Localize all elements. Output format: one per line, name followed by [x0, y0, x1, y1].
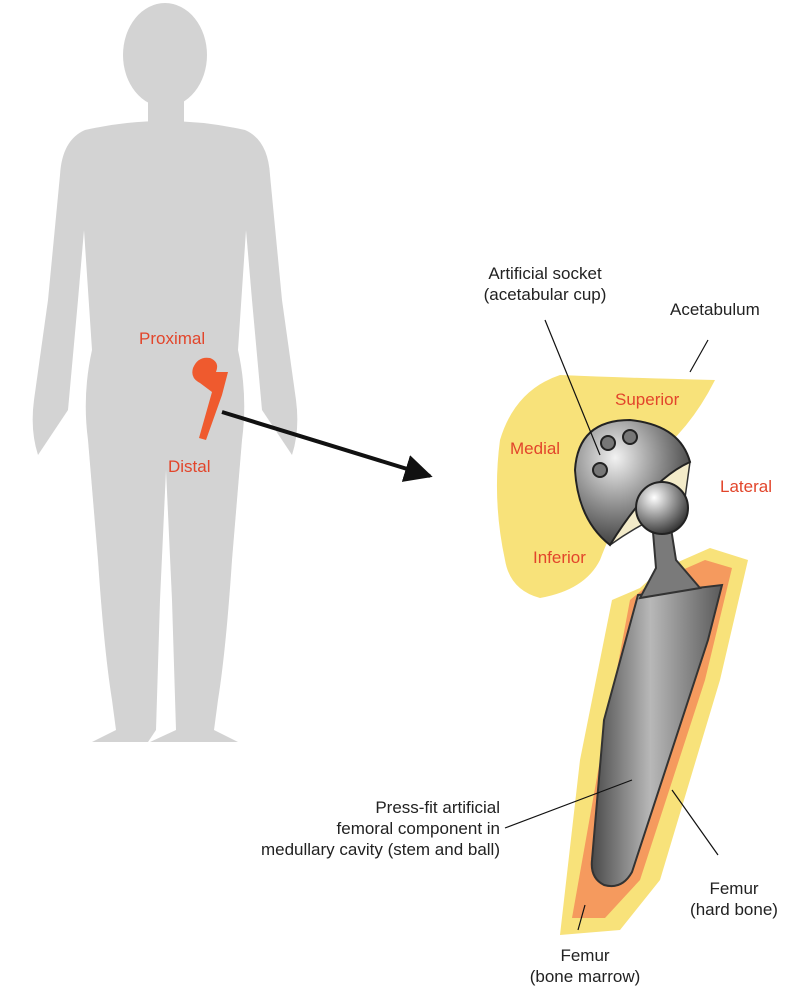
- femur-marrow-callout: Femur (bone marrow): [510, 945, 660, 987]
- stem-callout-line-1: Press-fit artificial: [250, 797, 500, 818]
- stem-callout: Press-fit artificial femoral component i…: [250, 797, 500, 860]
- human-silhouette-icon: [33, 3, 298, 742]
- femur-marrow-line-2: (bone marrow): [510, 966, 660, 987]
- femur-hard-line-1: Femur: [684, 878, 784, 899]
- socket-callout-line-1: Artificial socket: [460, 263, 630, 284]
- stem-callout-line-3: medullary cavity (stem and ball): [250, 839, 500, 860]
- femur-hard-callout: Femur (hard bone): [684, 878, 784, 920]
- femur-hard-line-2: (hard bone): [684, 899, 784, 920]
- acetabulum-callout: Acetabulum: [670, 299, 760, 320]
- socket-callout: Artificial socket (acetabular cup): [460, 263, 630, 305]
- medial-label: Medial: [510, 438, 560, 459]
- stem-callout-line-2: femoral component in: [250, 818, 500, 839]
- lateral-label: Lateral: [720, 476, 772, 497]
- femur-marrow-line-1: Femur: [510, 945, 660, 966]
- proximal-label: Proximal: [139, 328, 205, 349]
- femoral-ball: [636, 482, 688, 534]
- inferior-label: Inferior: [533, 547, 586, 568]
- femur-hard-leader: [672, 790, 718, 855]
- pointer-arrow-icon: [222, 412, 430, 476]
- socket-callout-line-2: (acetabular cup): [460, 284, 630, 305]
- distal-label: Distal: [168, 456, 211, 477]
- superior-label: Superior: [615, 389, 679, 410]
- acetabulum-leader: [690, 340, 708, 372]
